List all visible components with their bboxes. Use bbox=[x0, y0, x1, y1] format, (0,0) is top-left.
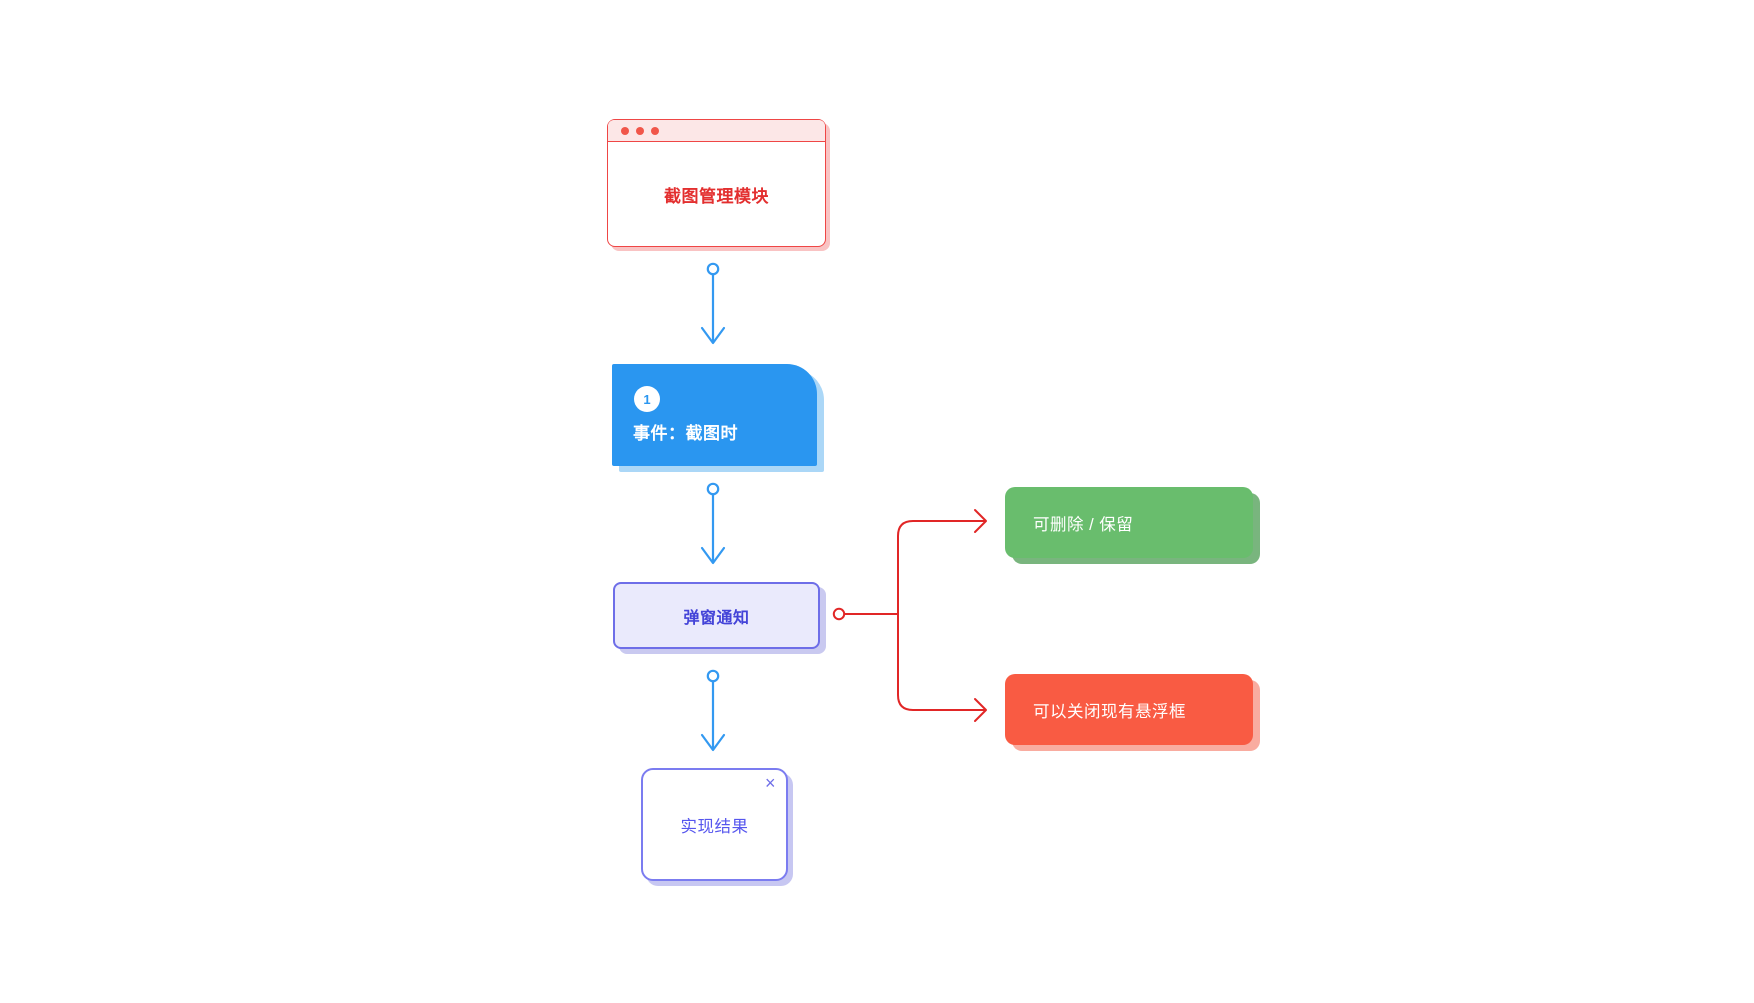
window-dot-icon bbox=[651, 126, 659, 135]
node-keep-or-delete[interactable]: 可删除 / 保留 bbox=[1005, 487, 1253, 558]
result-label: 实现结果 bbox=[680, 817, 749, 836]
node-event-screenshot[interactable]: 1 事件：截图时 bbox=[612, 364, 817, 466]
node-close-floating-box[interactable]: 可以关闭现有悬浮框 bbox=[1005, 674, 1253, 745]
flow-arrow-down bbox=[700, 482, 726, 565]
node-result[interactable]: × 实现结果 bbox=[641, 768, 788, 881]
node-popup-notification[interactable]: 弹窗通知 bbox=[613, 582, 820, 649]
window-titlebar bbox=[608, 120, 825, 142]
popup-label: 弹窗通知 bbox=[683, 609, 750, 627]
event-label: 事件：截图时 bbox=[633, 424, 738, 443]
close-float-label: 可以关闭现有悬浮框 bbox=[1033, 702, 1186, 721]
flow-arrow-down bbox=[700, 262, 726, 345]
window-dot-icon bbox=[621, 126, 629, 135]
step-badge: 1 bbox=[634, 386, 660, 412]
node-screenshot-module[interactable]: 截图管理模块 bbox=[607, 119, 826, 247]
flow-arrow-down bbox=[700, 669, 726, 752]
close-icon[interactable]: × bbox=[764, 773, 776, 793]
window-dot-icon bbox=[636, 126, 644, 135]
module-title: 截图管理模块 bbox=[664, 186, 769, 206]
keep-label: 可删除 / 保留 bbox=[1033, 515, 1134, 534]
branch-connector bbox=[832, 509, 987, 722]
